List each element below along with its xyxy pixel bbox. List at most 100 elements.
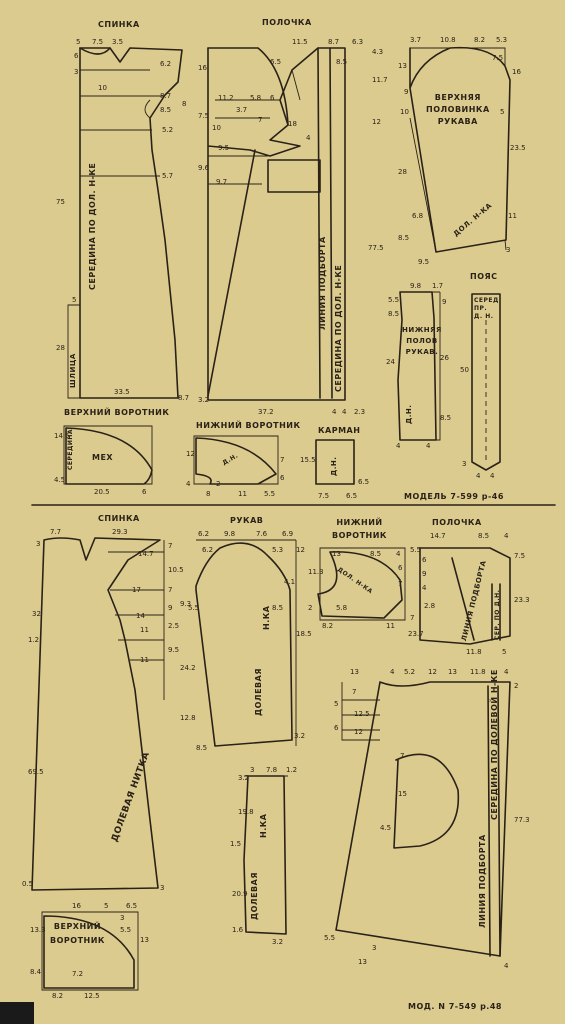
num: 18.5 — [296, 630, 312, 638]
bottom-lower-collar-line-2: ВОРОТНИК — [332, 531, 387, 540]
num: 8.4 — [30, 968, 42, 976]
num: 5 — [500, 108, 505, 116]
num: 1.2 — [28, 636, 40, 644]
num: 3 — [160, 884, 165, 892]
lower-sleeve-line-3: РУКАВ. — [405, 348, 439, 356]
num: 8.5 — [196, 744, 208, 752]
bottom-front-large-piece — [335, 681, 511, 957]
top-model-number: МОДЕЛЬ 7-599 р-46 — [404, 492, 504, 501]
bottom-sleeve-grain-label: ДОЛЕВАЯ — [254, 668, 263, 716]
num: 12.5 — [354, 710, 370, 718]
num: 23.7 — [408, 630, 424, 638]
top-lower-sleeve-piece — [397, 291, 441, 441]
top-pocket-piece — [315, 439, 355, 485]
num: 5.2 — [404, 668, 416, 676]
num: 5 — [502, 648, 507, 656]
bottom-model-number: МОД. N 7-549 р.48 — [408, 1002, 502, 1011]
num: 3 — [36, 540, 41, 548]
corner-mark — [0, 1002, 34, 1024]
num: 6 — [280, 474, 285, 482]
bottom-upper-collar-line-1: ВЕРХНИЙ — [53, 922, 102, 931]
num: 12 — [296, 546, 305, 554]
num: 3.2 — [198, 396, 210, 404]
num: 6.5 — [126, 902, 138, 910]
num: 7 — [400, 752, 405, 760]
num: 10 — [400, 108, 409, 116]
num: 6.5 — [270, 58, 282, 66]
num: 3 — [74, 68, 79, 76]
num: 7.5 — [318, 492, 330, 500]
num: 14 — [136, 612, 145, 620]
num: 9.5 — [218, 144, 230, 152]
num: 2 — [216, 480, 221, 488]
bottom-sleeve-title: РУКАВ — [230, 516, 264, 525]
num: 5 — [334, 700, 339, 708]
bottom-sleeve-nka-label: Н.КА — [262, 605, 271, 630]
num: 8.7 — [178, 394, 190, 402]
num: 8.5 — [370, 550, 382, 558]
num: 4 — [396, 442, 401, 450]
top-front-title: ПОЛОЧКА — [262, 18, 312, 27]
num: 5.5 — [410, 546, 422, 554]
num: 8.2 — [52, 992, 64, 1000]
num: 5.7 — [162, 172, 174, 180]
num: 11.7 — [372, 76, 388, 84]
top-pocket-title: КАРМАН — [318, 426, 361, 435]
top-upper-collar-title: ВЕРХНИЙ ВОРОТНИК — [64, 408, 170, 417]
upper-sleeve-line-2: ПОЛОВИНКА — [426, 105, 490, 114]
num: 17 — [132, 586, 141, 594]
num: 7 — [352, 688, 357, 696]
num: 4 — [186, 480, 191, 488]
bottom-lower-collar-piece — [317, 547, 406, 621]
top-lower-collar-title: НИЖНИЙ ВОРОТНИК — [196, 421, 301, 430]
num: 7 — [398, 580, 403, 588]
num: 3 — [250, 766, 255, 774]
num: 11.5 — [292, 38, 308, 46]
num: 2.8 — [424, 602, 436, 610]
top-centre-back-label: СЕРЕДИНА ПО ДОЛ. Н-КЕ — [88, 162, 97, 290]
num: 18 — [288, 120, 297, 128]
num: 5.5 — [324, 934, 336, 942]
num: 13.3 — [30, 926, 46, 934]
num: 4.5 — [54, 476, 66, 484]
num: 29.3 — [112, 528, 128, 536]
bottom-upper-collar-piece — [41, 911, 139, 991]
num: 7 — [280, 456, 285, 464]
num: 50 — [460, 366, 469, 374]
num: 9 — [422, 570, 427, 578]
num: 20.5 — [94, 488, 110, 496]
num: 9.3 — [180, 600, 192, 608]
num: 4 — [504, 668, 509, 676]
bottom-upper-collar-title: ВЕРХНИЙ ВОРОТНИК — [50, 920, 105, 948]
num: 33.5 — [114, 388, 130, 396]
num: 5.8 — [336, 604, 348, 612]
num: 6.8 — [412, 212, 424, 220]
num: 9.8 — [410, 282, 422, 290]
num: 7.2 — [72, 970, 84, 978]
num: 6.3 — [352, 38, 364, 46]
num: 7.5 — [492, 54, 504, 62]
num: 7 — [168, 542, 173, 550]
num: 5.5 — [388, 296, 400, 304]
num: 6.2 — [202, 546, 214, 554]
top-belt-title: ПОЯС — [470, 272, 498, 281]
num: 4.5 — [380, 824, 392, 832]
bottom-back-piece — [31, 537, 165, 891]
num: 3 — [372, 944, 377, 952]
num: 5 — [104, 902, 109, 910]
top-back-title: СПИНКА — [98, 20, 140, 29]
lower-sleeve-grain-label: Д.Н. — [405, 404, 413, 424]
num: 5.5 — [120, 926, 132, 934]
num: 6.5 — [358, 478, 370, 486]
num: 3 — [462, 460, 467, 468]
num: 11 — [238, 490, 247, 498]
num: 9 — [168, 604, 173, 612]
num: 14.7 — [430, 532, 446, 540]
top-centre-front-label: СЕРЕДИНА ПО ДОЛ. Н-КЕ — [334, 264, 343, 392]
num: 23.5 — [510, 144, 526, 152]
num: 28 — [56, 344, 65, 352]
lower-sleeve-line-2: ПОЛОВ — [406, 337, 438, 345]
num: 16 — [72, 902, 81, 910]
num: 12 — [428, 668, 437, 676]
